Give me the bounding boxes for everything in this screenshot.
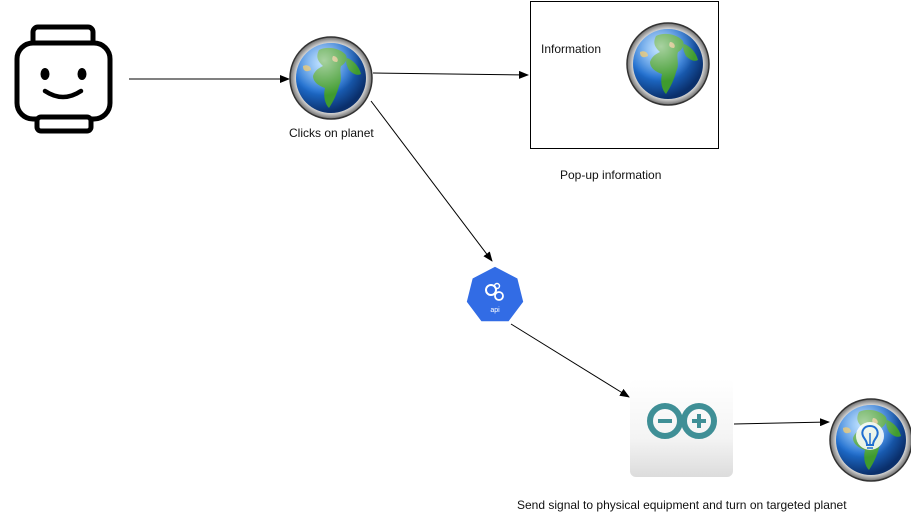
arduino-card [630,379,733,477]
api-icon-label: api [490,307,500,314]
arrow-api-to-arduino [510,323,630,398]
popup-information-box: Information [530,1,719,149]
arrow-planet-to-api [370,100,493,262]
popup-globe-icon [626,22,710,106]
arrow-planet-to-popup [372,70,529,79]
clicks-on-planet-label: Clicks on planet [289,126,374,140]
send-signal-label: Send signal to physical equipment and tu… [517,498,847,512]
arrow-arduino-to-planet [733,418,830,427]
planet-globe-icon[interactable] [289,36,373,120]
information-label: Information [541,42,602,56]
lego-face-icon [14,24,113,134]
planet-lightbulb-icon [829,398,911,482]
arduino-icon [647,403,717,439]
api-icon [465,265,525,323]
popup-information-label: Pop-up information [560,168,662,182]
